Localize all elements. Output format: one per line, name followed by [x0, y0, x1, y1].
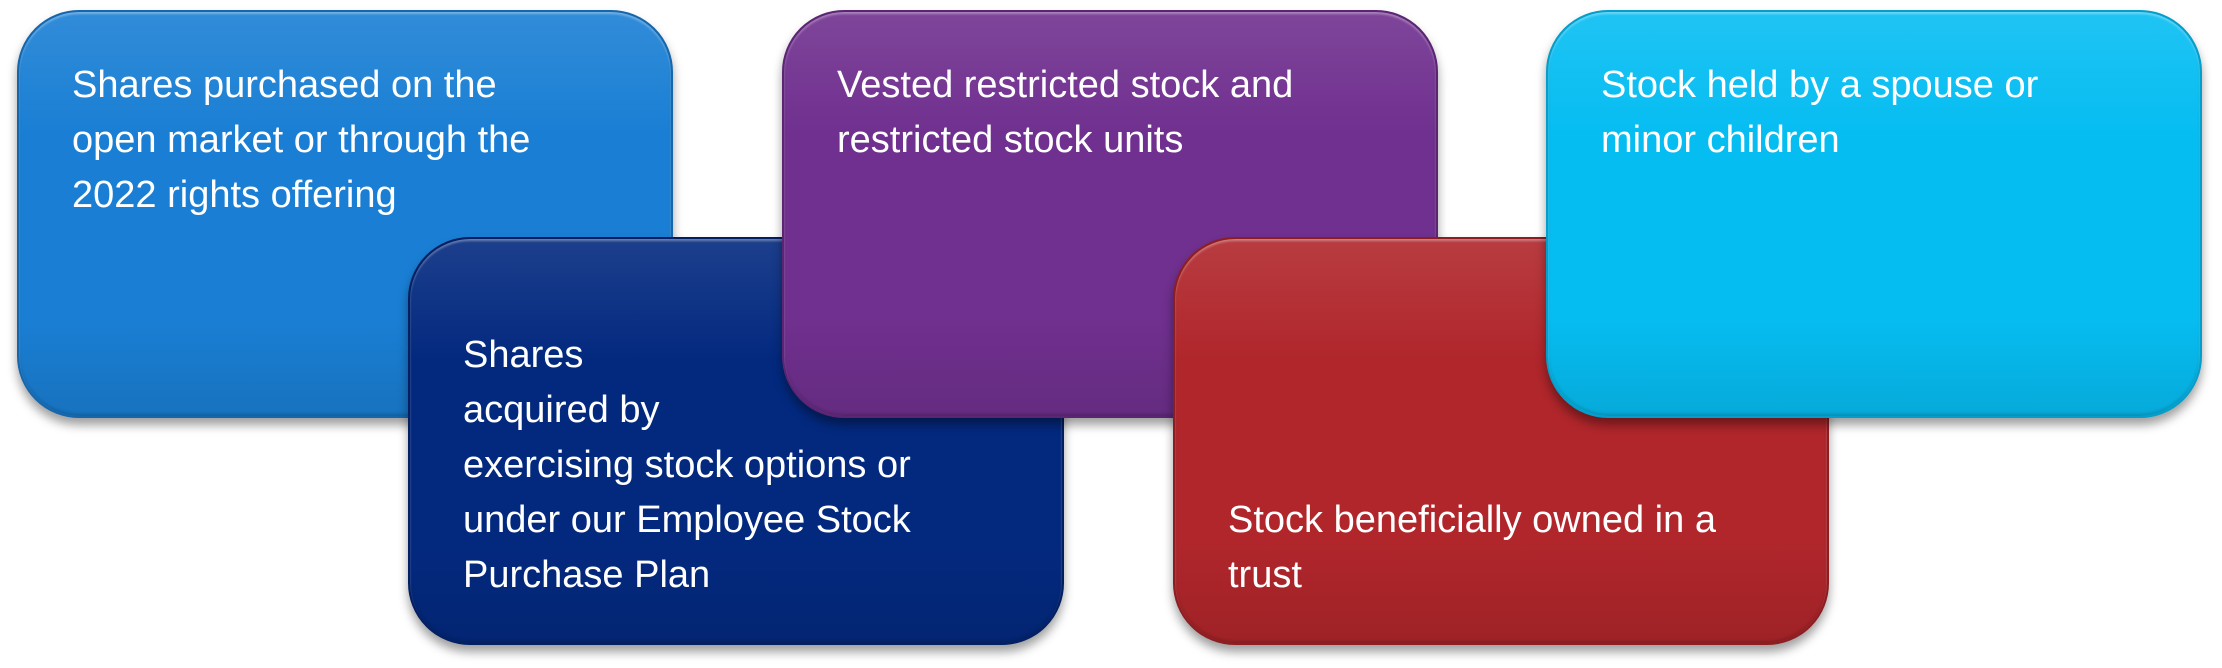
card-restricted-stock: Vested restricted stock and restricted s…	[782, 10, 1438, 418]
card-spouse-children-stock: Stock held by a spouse or minor children	[1546, 10, 2202, 418]
card-spouse-children-stock-text: Stock held by a spouse or minor children	[1601, 64, 2039, 161]
card-open-market-shares-text: Shares purchased on the open market or t…	[72, 64, 531, 216]
card-open-market-shares: Shares purchased on the open market or t…	[17, 10, 673, 418]
card-stock-options-espp-text: Shares acquired by exercising stock opti…	[463, 334, 911, 596]
card-restricted-stock-text: Vested restricted stock and restricted s…	[837, 64, 1294, 161]
card-trust-stock: Stock beneficially owned in a trust	[1173, 237, 1829, 645]
card-trust-stock-text: Stock beneficially owned in a trust	[1228, 499, 1716, 596]
card-stock-options-espp: Shares acquired by exercising stock opti…	[408, 237, 1064, 645]
